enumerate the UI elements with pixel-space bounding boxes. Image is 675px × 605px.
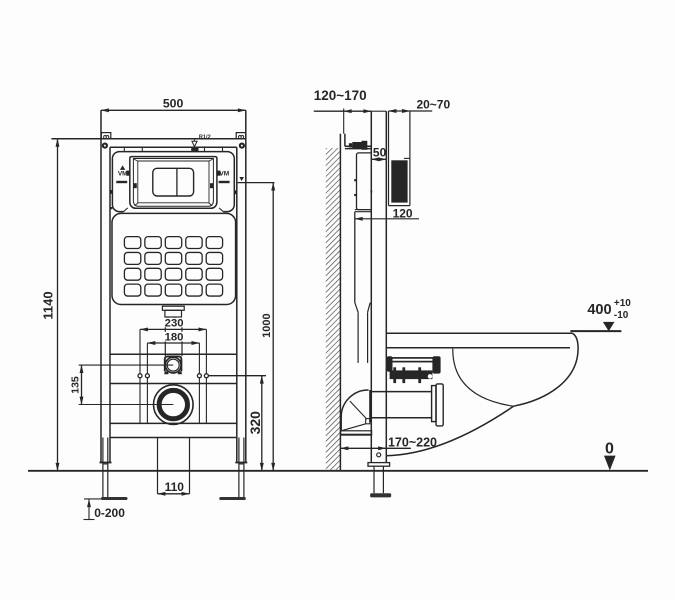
svg-text:400: 400 <box>587 302 611 318</box>
svg-text:+10: +10 <box>614 298 631 309</box>
svg-text:R1/2: R1/2 <box>199 135 211 141</box>
svg-text:-10: -10 <box>614 310 629 321</box>
svg-text:135: 135 <box>69 376 81 394</box>
svg-text:0: 0 <box>605 441 614 458</box>
svg-text:0-200: 0-200 <box>94 506 125 520</box>
svg-text:VM: VM <box>219 171 229 178</box>
svg-text:170~220: 170~220 <box>388 436 437 450</box>
svg-text:1140: 1140 <box>41 291 56 319</box>
svg-text:500: 500 <box>163 97 184 111</box>
svg-text:320: 320 <box>247 411 263 435</box>
svg-text:1000: 1000 <box>261 313 273 337</box>
svg-text:VM: VM <box>118 171 128 178</box>
svg-text:120: 120 <box>393 206 413 220</box>
svg-text:50: 50 <box>373 145 387 159</box>
svg-text:180: 180 <box>165 331 184 343</box>
svg-text:20~70: 20~70 <box>416 98 450 112</box>
svg-text:110: 110 <box>165 480 185 494</box>
svg-text:120~170: 120~170 <box>314 88 367 103</box>
svg-text:230: 230 <box>165 317 184 329</box>
